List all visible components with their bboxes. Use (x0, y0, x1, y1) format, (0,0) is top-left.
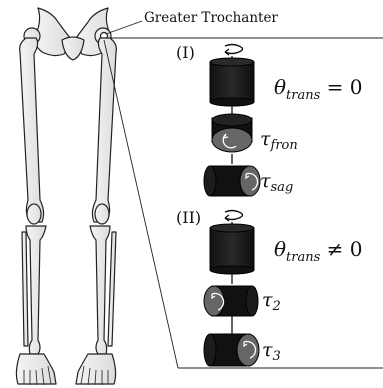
fibula-right (108, 232, 116, 346)
panel-ii: (II) θtrans ≠ 0 τ2 τ3 (176, 208, 362, 366)
tau-3-label: τ3 (262, 339, 281, 364)
joint-tau2 (204, 286, 258, 316)
tibia-left (26, 226, 46, 354)
tau-fron-label: τfron (260, 128, 298, 153)
rotation-arrow-icon (225, 211, 243, 220)
skeleton-legs-illustration (16, 8, 116, 385)
cylinder-trans-i (210, 58, 254, 106)
rotation-arrow-icon (225, 45, 243, 54)
zoom-line-diagonal (104, 40, 178, 368)
joint-tau3 (204, 334, 259, 366)
joint-frontal-i (212, 114, 252, 152)
cylinder-trans-ii (210, 224, 254, 274)
patella-right (95, 204, 109, 224)
theta-trans-ii: θtrans ≠ 0 (274, 237, 362, 265)
sacrum (62, 37, 84, 60)
joint-sagittal-i (204, 166, 260, 196)
fibula-left (22, 232, 28, 346)
patella-left (27, 204, 41, 224)
annotation-leader (106, 21, 142, 34)
femur-right (92, 38, 116, 222)
panel-ii-label: (II) (176, 208, 201, 227)
tau-2-label: τ2 (262, 289, 281, 314)
theta-trans-i: θtrans = 0 (274, 75, 362, 103)
panel-i-label: (I) (176, 43, 195, 62)
tau-sag-label: τsag (260, 170, 293, 195)
panel-i: (I) θtrans = 0 τfron (176, 43, 362, 196)
tibia-right (90, 226, 110, 354)
greater-trochanter-label: Greater Trochanter (144, 10, 278, 26)
femur-left (20, 38, 44, 222)
